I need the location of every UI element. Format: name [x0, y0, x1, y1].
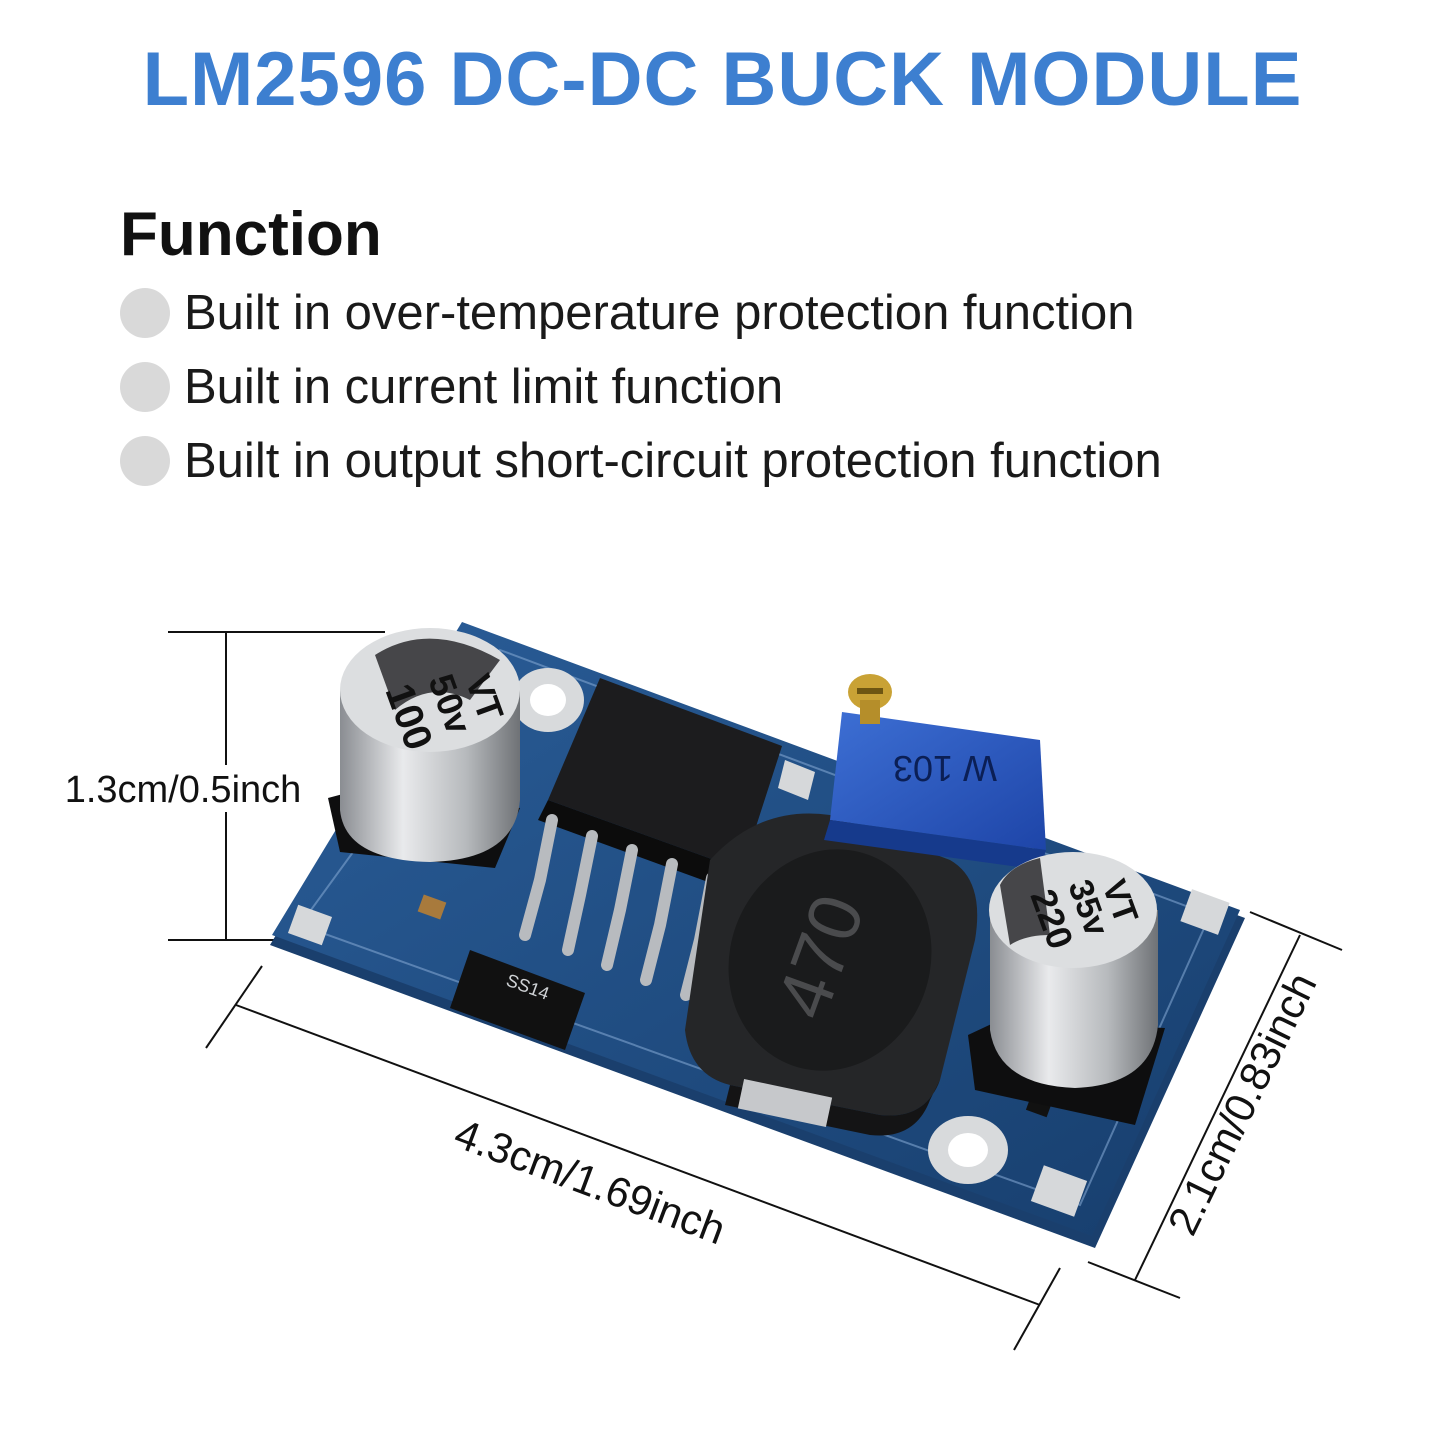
- feature-list: Built in over-temperature protection fun…: [120, 276, 1162, 498]
- output-capacitor: 220 35v VT: [968, 852, 1165, 1125]
- feature-item: Built in output short-circuit protection…: [120, 424, 1162, 498]
- length-dimension: [205, 965, 1061, 1351]
- feature-item: Built in current limit function: [120, 350, 1162, 424]
- height-dimension: [168, 631, 385, 941]
- bullet-icon: [120, 288, 170, 338]
- feature-text: Built in output short-circuit protection…: [184, 434, 1162, 488]
- input-capacitor: 100 50v VT: [328, 628, 520, 868]
- smd-capacitor: [417, 894, 447, 920]
- solder-pad: [1030, 1165, 1088, 1217]
- bullet-icon: [120, 362, 170, 412]
- potentiometer-marking: W 103: [893, 748, 997, 789]
- inductor: 470: [685, 813, 978, 1136]
- height-dimension-label: 1.3cm/0.5inch: [65, 769, 302, 811]
- function-heading: Function: [120, 200, 382, 269]
- potentiometer: W 103: [824, 674, 1046, 870]
- width-dimension: [1087, 911, 1343, 1299]
- solder-pad: [287, 904, 333, 946]
- regulator-ic: [519, 678, 815, 1001]
- feature-text: Built in current limit function: [184, 360, 784, 414]
- feature-text: Built in over-temperature protection fun…: [184, 286, 1135, 340]
- mounting-hole: [928, 1116, 1008, 1184]
- solder-pad: [1180, 889, 1230, 935]
- page-title: LM2596 DC-DC BUCK MODULE: [142, 37, 1303, 122]
- mounting-hole: [512, 668, 584, 732]
- bullet-icon: [120, 436, 170, 486]
- length-dimension-label: 4.3cm/1.69inch: [448, 1110, 731, 1254]
- feature-item: Built in over-temperature protection fun…: [120, 276, 1162, 350]
